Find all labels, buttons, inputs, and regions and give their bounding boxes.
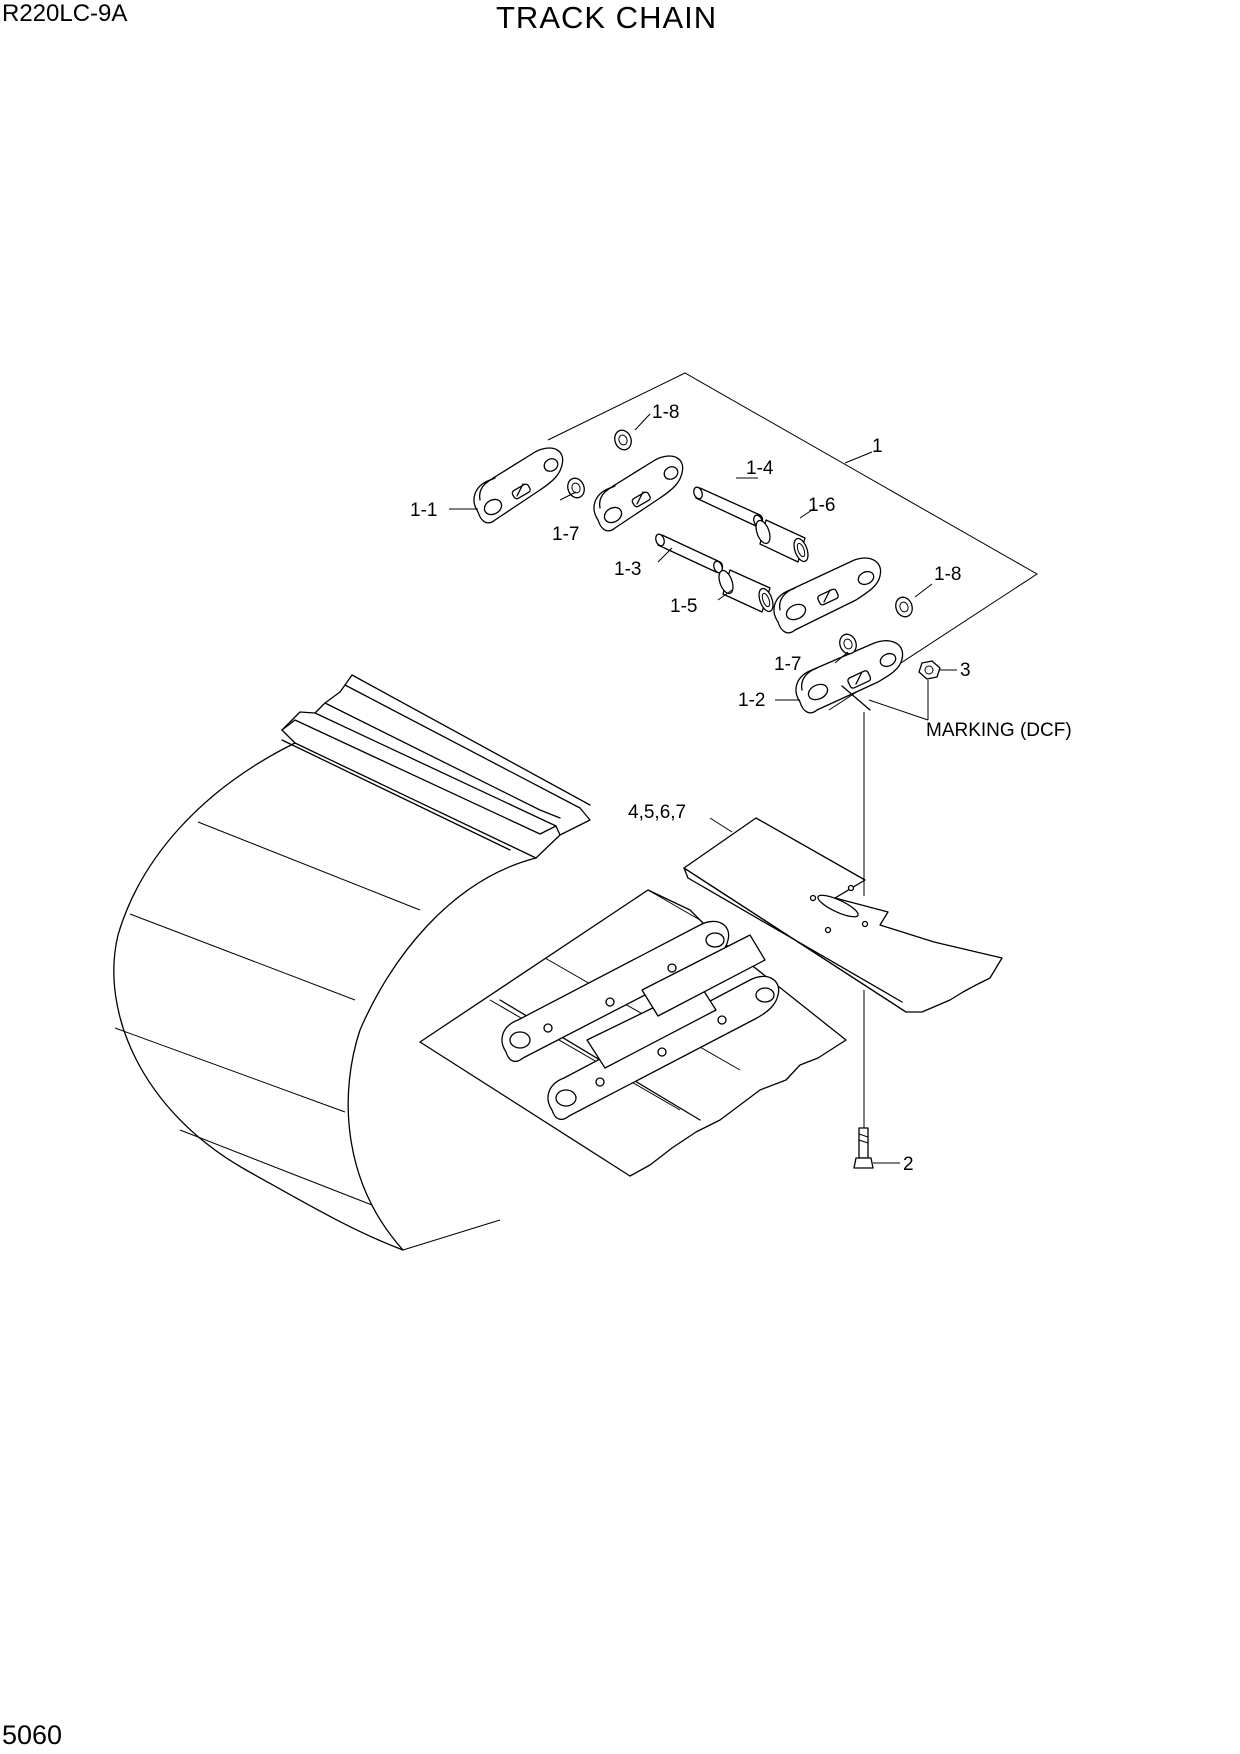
page-title: TRACK CHAIN	[496, 0, 718, 35]
seal-1-8-upper[interactable]	[612, 428, 634, 452]
callout-1-8-upper: 1-8	[652, 402, 679, 423]
page-number: 5060	[2, 1720, 63, 1750]
bushing-1-6[interactable]	[753, 519, 810, 564]
callout-1-2: 1-2	[738, 690, 765, 711]
marking-note: MARKING (DCF)	[926, 720, 1072, 741]
nut-3[interactable]	[918, 660, 941, 680]
bushing-1-5[interactable]	[716, 569, 775, 614]
seal-1-7-upper[interactable]	[565, 476, 587, 500]
pin-1-4[interactable]	[692, 486, 764, 528]
callout-2: 2	[903, 1154, 914, 1175]
link-1-1[interactable]	[473, 447, 564, 524]
callout-1-3: 1-3	[614, 559, 641, 580]
link-lower-right[interactable]	[773, 557, 882, 634]
callout-1-5: 1-5	[670, 596, 697, 617]
model-number: R220LC-9A	[2, 0, 128, 27]
callout-4-5-6-7: 4,5,6,7	[628, 802, 686, 823]
link-upper-right[interactable]	[593, 455, 684, 532]
callout-1-6: 1-6	[808, 495, 835, 516]
callout-3: 3	[960, 660, 971, 681]
seal-1-7-lower[interactable]	[837, 632, 859, 656]
callout-1-8-lower: 1-8	[934, 564, 961, 585]
callout-1-7-upper: 1-7	[552, 524, 579, 545]
link-1-2[interactable]	[795, 640, 904, 714]
leader-lines	[449, 413, 957, 1164]
track-shoe[interactable]	[683, 817, 1003, 1013]
callout-1-4: 1-4	[746, 458, 774, 479]
seal-1-8-lower[interactable]	[893, 595, 915, 619]
pin-1-3[interactable]	[654, 533, 724, 574]
callout-1-1: 1-1	[410, 500, 437, 521]
callout-1-7-lower: 1-7	[774, 654, 801, 675]
track-assembly-view	[113, 674, 847, 1251]
marking-leader	[868, 699, 929, 721]
bolt-2[interactable]	[853, 1127, 874, 1169]
callout-1: 1	[872, 436, 883, 457]
assembly-outline	[547, 372, 1038, 711]
